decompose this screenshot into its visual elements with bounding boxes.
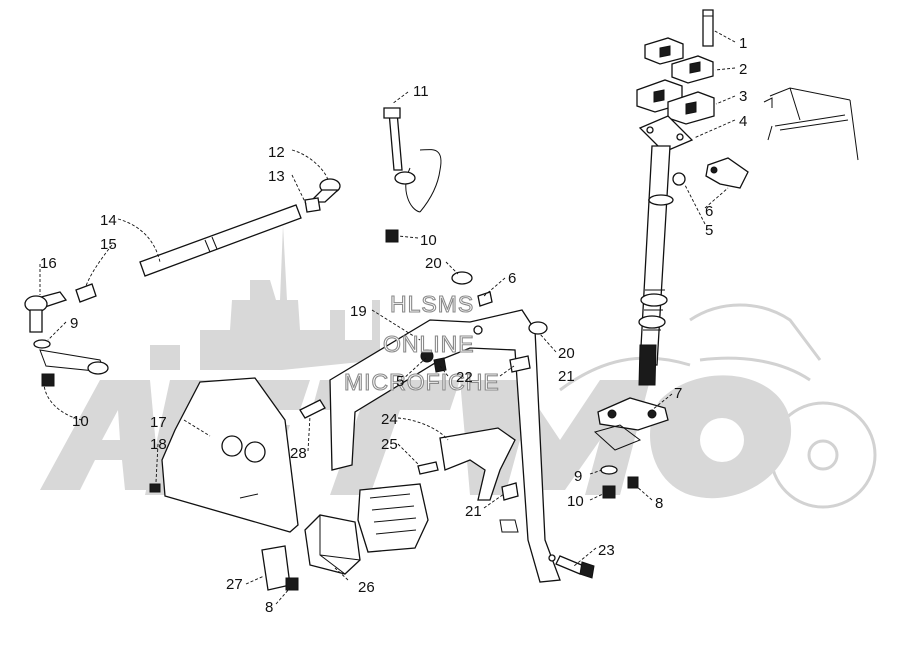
callout-7: 7	[674, 385, 682, 402]
callout-24: 24	[381, 411, 398, 428]
callout-21-lower: 21	[465, 503, 482, 520]
callout-10-top: 10	[420, 232, 437, 249]
callout-9-left: 9	[70, 315, 78, 332]
callout-14: 14	[100, 212, 117, 229]
leader-lines	[39, 29, 736, 605]
callout-23: 23	[598, 542, 615, 559]
callout-4: 4	[739, 113, 747, 130]
callout-12: 12	[268, 144, 285, 161]
callout-9-right: 9	[574, 468, 582, 485]
callout-19: 19	[350, 303, 367, 320]
callout-labels: 1 2 3 4 5 5 6 6 7 8 8 9 9 10 10 10 11 12…	[40, 35, 747, 616]
callout-26: 26	[358, 579, 375, 596]
callout-22: 22	[456, 369, 473, 386]
callout-18: 18	[150, 436, 167, 453]
callout-25: 25	[381, 436, 398, 453]
watermark-line-3: MICROFICHE	[344, 369, 500, 395]
callout-5-center: 5	[396, 373, 404, 390]
callout-28: 28	[290, 445, 307, 462]
callout-10-left: 10	[72, 413, 89, 430]
callout-21-upper: 21	[558, 368, 575, 385]
callout-20-right: 20	[558, 345, 575, 362]
frame-assembly	[299, 271, 595, 583]
callout-17: 17	[150, 414, 167, 431]
watermark-line-2: ONLINE	[383, 331, 475, 357]
callout-2: 2	[739, 61, 747, 78]
callout-11: 11	[413, 83, 429, 100]
watermark-line-1: HLSMS	[390, 291, 474, 317]
callout-16: 16	[40, 255, 57, 272]
callout-13: 13	[268, 168, 285, 185]
tie-rod-assembly	[24, 107, 442, 387]
callout-15: 15	[100, 236, 117, 253]
watermark-text: HLSMS ONLINE MICROFICHE	[343, 290, 500, 395]
lower-components	[149, 377, 429, 591]
callout-6-center: 6	[508, 270, 516, 287]
callout-5-right: 5	[705, 222, 713, 239]
callout-8-bottom: 8	[265, 599, 273, 616]
callout-6-right: 6	[705, 203, 713, 220]
callout-27: 27	[226, 576, 243, 593]
steering-column-assembly	[593, 9, 859, 499]
callout-10-right: 10	[567, 493, 584, 510]
callout-1: 1	[739, 35, 747, 52]
callout-3: 3	[739, 88, 747, 105]
callout-8-right: 8	[655, 495, 663, 512]
callout-20-top: 20	[425, 255, 442, 272]
